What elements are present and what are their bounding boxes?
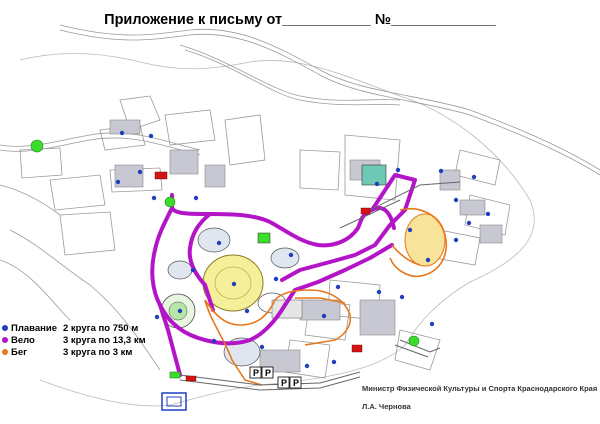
- swim-marker: [376, 289, 382, 295]
- swim-marker: [374, 181, 380, 187]
- swim-marker: [331, 359, 337, 365]
- swim-marker: [429, 321, 435, 327]
- swim-marker: [190, 267, 196, 273]
- barriers: [154, 171, 371, 382]
- swim-marker: [425, 257, 431, 263]
- swim-marker: [335, 284, 341, 290]
- svg-text:P: P: [293, 378, 299, 388]
- checkpoint-marker: [30, 139, 44, 153]
- swim-marker: [273, 276, 279, 282]
- swim-marker: [485, 211, 491, 217]
- swim-marker: [137, 169, 143, 175]
- legend-detail: 3 круга по 13,3 км: [63, 334, 146, 346]
- swim-marker: [321, 313, 327, 319]
- map-legend: Плавание 2 круга по 750 м Вело 3 круга п…: [2, 322, 146, 358]
- parking-icon: [289, 376, 302, 389]
- swim-marker: [151, 195, 157, 201]
- page-title: Приложение к письму от___________ №_____…: [104, 12, 496, 28]
- parking-icon: [277, 376, 290, 389]
- bike-dot-icon: [2, 337, 8, 343]
- base-map: [0, 24, 600, 407]
- swim-marker: [177, 308, 183, 314]
- barrier-marker: [360, 207, 371, 215]
- swim-dot-icon: [2, 325, 8, 331]
- swim-marker: [407, 227, 413, 233]
- legend-item-swim: Плавание 2 круга по 750 м: [2, 322, 146, 334]
- swim-marker: [231, 281, 237, 287]
- swim-marker: [211, 338, 217, 344]
- swim-marker: [193, 195, 199, 201]
- swim-marker: [259, 344, 265, 350]
- svg-text:P: P: [265, 368, 271, 378]
- swim-marker: [119, 130, 125, 136]
- swim-marker: [216, 240, 222, 246]
- checkpoints: [30, 139, 420, 379]
- swim-marker: [471, 174, 477, 180]
- swim-marker: [304, 363, 310, 369]
- swim-marker: [154, 314, 160, 320]
- svg-text:P: P: [253, 368, 259, 378]
- swim-marker: [453, 237, 459, 243]
- swim-marker: [453, 197, 459, 203]
- swim-marker: [148, 133, 154, 139]
- svg-text:P: P: [281, 378, 287, 388]
- legend-name: Вело: [11, 334, 35, 346]
- swim-markers: [115, 130, 491, 369]
- bike-route: [150, 173, 417, 377]
- signatory-name: Л.А. Чернова: [362, 402, 411, 411]
- transition-zone: [161, 392, 187, 411]
- barrier-marker: [185, 375, 197, 382]
- swim-marker: [438, 168, 444, 174]
- parking-icon: [261, 366, 274, 379]
- swim-marker: [399, 294, 405, 300]
- parking-signs: P P P P: [249, 366, 302, 389]
- swim-marker: [115, 179, 121, 185]
- swim-marker: [395, 167, 401, 173]
- ministry-signature: Министр Физической Культуры и Спорта Кра…: [362, 384, 598, 393]
- venues: [160, 164, 446, 367]
- checkpoint-marker: [408, 335, 420, 347]
- parking-icon: [249, 366, 262, 379]
- legend-name: Бег: [11, 346, 28, 358]
- run-route: [204, 208, 447, 386]
- barrier-marker: [154, 171, 168, 180]
- swim-marker: [466, 220, 472, 226]
- checkpoint-marker: [164, 196, 176, 208]
- swim-marker: [244, 308, 250, 314]
- swim-marker: [288, 252, 294, 258]
- legend-detail: 3 круга по 3 км: [63, 346, 133, 358]
- run-dot-icon: [2, 349, 8, 355]
- checkpoint-marker: [169, 371, 181, 379]
- barrier-marker: [351, 344, 363, 353]
- legend-name: Плавание: [11, 322, 58, 334]
- legend-item-run: Бег 3 круга по 3 км: [2, 346, 146, 358]
- legend-item-bike: Вело 3 круга по 13,3 км: [2, 334, 146, 346]
- legend-detail: 2 круга по 750 м: [63, 322, 139, 334]
